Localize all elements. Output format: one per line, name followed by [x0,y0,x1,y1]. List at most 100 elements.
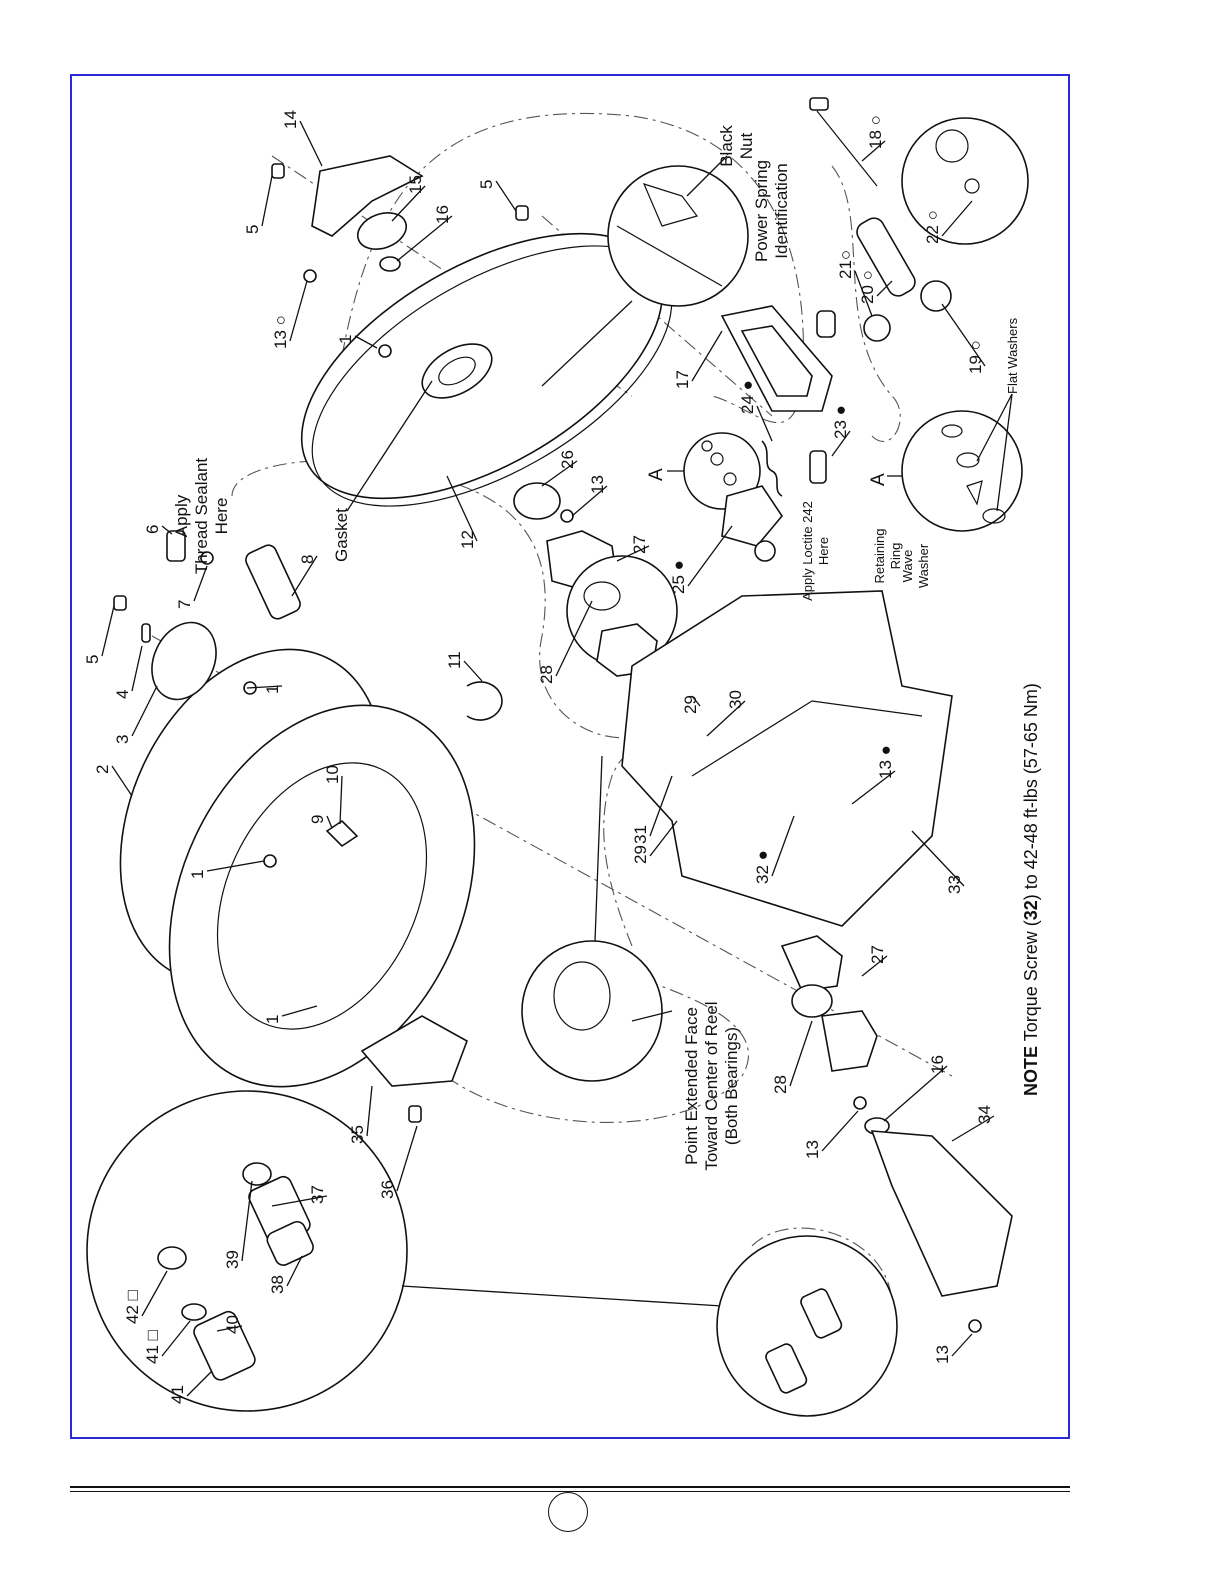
gasket-inner [438,356,476,386]
detail-a-ring-1 [701,440,713,452]
part-13-nut-top [303,269,317,283]
label-power-spring-line2: Identification [772,163,791,258]
callout-number: 8 [298,555,317,564]
bearing-orientation-detail [521,940,663,1082]
label-apply-loctite-line2: Here [816,537,831,565]
callout-leader [649,775,673,837]
callout-number: 5 [243,225,262,234]
part-1-nut-drum [263,854,277,868]
callout-number: 1 [336,335,355,344]
callout-leader [571,485,608,517]
callout-number: 18 ○ [866,115,885,149]
part-21-spacer [863,314,891,342]
callout-number: 42 □ [123,1290,142,1324]
callout-number: 22 ○ [923,210,942,244]
callout-leader [271,1195,328,1207]
callout-leader [555,600,593,677]
part-26-bushing [513,482,561,520]
callout-number: 16 [433,205,452,224]
callout-leader [326,815,333,829]
callout-leader [876,280,893,297]
callout-leader [495,180,517,212]
callout-leader [691,695,701,707]
power-spring-leader [541,300,633,387]
callout-leader [691,330,723,382]
callout-leader [241,1180,253,1262]
callout-number: 28 [537,665,556,684]
callout-number: 14 [281,110,300,129]
flat-washers-leader-a [976,393,1013,462]
callout-leader [951,1333,973,1357]
part-39-fitting [193,1310,256,1381]
flat-washers-leader-b [996,393,1013,512]
part-22-washer [964,178,980,194]
label-point-extended-face: Point Extended Face Toward Center of Ree… [682,1001,741,1170]
detail-a-ring-3 [723,472,737,486]
part-22-bearing [935,129,969,163]
part-37-fitting-base [266,1220,314,1266]
part-33-frame-edge [691,700,923,777]
callout-number: 29 [681,695,700,714]
label-point-face-line3: (Both Bearings) [722,1027,741,1145]
detail-a-retaining-ring [941,424,963,438]
callout-number: 29 [631,845,650,864]
part-15-washer [356,212,408,250]
callout-leader [951,1115,995,1142]
callout-leader [101,605,115,657]
callout-number: 27 [868,945,887,964]
callout-leader [541,460,578,487]
callout-number: 41 [168,1385,187,1404]
callout-number: 13 ● [876,745,895,779]
part-33-frame [621,590,953,927]
callout-number: 33 [945,875,964,894]
callout-leader [396,215,453,262]
callout-leader [193,565,208,602]
callout-leader [831,430,851,457]
callout-leader [941,200,973,237]
torque-note-bold: NOTE [1021,1046,1041,1096]
page-number [548,1492,588,1532]
callout-number: 9 [308,815,327,824]
callout-leader [616,545,650,562]
callout-number: 25 ● [669,560,688,594]
fitting-right-a [800,1288,843,1339]
callout-number: 13 [588,475,607,494]
callout-leader [861,140,886,162]
part-5-bolt-b [515,205,529,221]
callout-leader [391,185,426,222]
callout-number: 24 ● [738,380,757,414]
callout-number: 31 [631,825,650,844]
axis-line-side [541,215,773,417]
assembly-loop-right [831,165,901,442]
callout-leader [883,1065,948,1122]
callout-number: 17 [673,370,692,389]
part-38-cap [242,1162,272,1186]
fittings-detail-connector [401,1285,723,1307]
callout-leader [111,765,133,797]
detail-a-lower [901,410,1023,532]
part-23-bolt [809,450,827,484]
callout-leader [216,1325,243,1332]
part-5-bolt-d [408,1105,422,1123]
callout-leader [289,280,308,342]
callout-number: 5 [83,655,102,664]
label-wave-washer-line2: Washer [916,543,931,588]
part-2-reel-inner [216,762,428,1030]
callout-leader [911,830,965,887]
label-apply-thread-sealant-line3: Here [212,498,231,535]
callout-number: 1 [263,685,282,694]
callout-number: 34 [975,1105,994,1124]
callout-number: 3 [113,735,132,744]
fittings-detail [86,1090,408,1412]
label-detail-a-upper: A [646,468,667,481]
gasket-hub [421,343,493,399]
part-17-window [740,325,813,397]
assembly-loop-top [341,112,804,424]
part-28-bearing-lower [791,984,833,1018]
part-41-washer [181,1303,207,1321]
part-5-bolt-c [113,595,127,611]
callout-number: 4 [113,690,132,699]
callout-number: 1 [263,1015,282,1024]
part-19-knob [920,280,952,312]
part-5-bolt-a [271,163,285,179]
